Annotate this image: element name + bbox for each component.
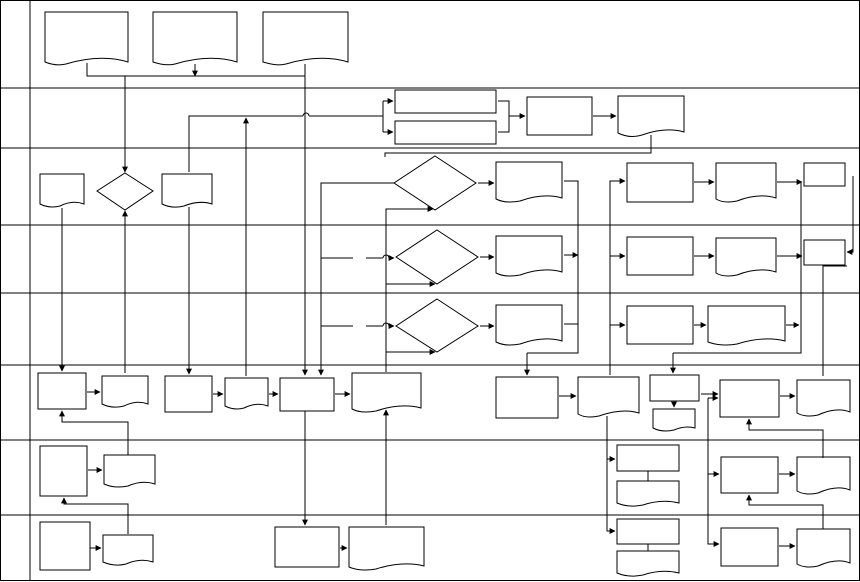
document-node [103, 454, 156, 488]
document-node [796, 528, 851, 568]
document-node [616, 550, 680, 577]
process-node [526, 96, 593, 136]
document-node [351, 372, 422, 413]
document-node [102, 534, 154, 566]
document-node [101, 375, 149, 408]
process-node [720, 456, 779, 494]
document-node [152, 11, 238, 66]
process-node [626, 236, 694, 276]
document-node [495, 235, 563, 277]
document-node [44, 11, 129, 66]
process-node [164, 375, 213, 413]
document-node [577, 376, 640, 418]
decision-node [96, 172, 154, 211]
document-node [617, 95, 685, 137]
document-node [715, 162, 777, 203]
process-node [616, 444, 680, 472]
process-node [626, 162, 694, 203]
flow-nodes [37, 11, 851, 577]
document-node [224, 377, 269, 410]
document-node [796, 456, 851, 495]
document-node [652, 408, 696, 432]
process-node [37, 372, 87, 410]
decision-node [393, 155, 477, 211]
small-process-node [649, 374, 700, 402]
process-node [39, 445, 88, 497]
document-node [161, 173, 213, 208]
small-process-node [803, 162, 846, 187]
process-node [719, 379, 780, 418]
flow-connectors [59, 63, 854, 551]
process-node [274, 526, 340, 568]
document-node [715, 237, 777, 277]
document-node [39, 173, 85, 208]
document-node [262, 11, 349, 66]
process-node [495, 376, 559, 419]
decision-node [395, 298, 479, 353]
document-node [495, 161, 563, 203]
process-node [720, 527, 779, 567]
process-node [394, 120, 497, 145]
decision-node [395, 229, 479, 285]
process-node [616, 518, 680, 545]
document-node [348, 526, 425, 571]
process-node [394, 89, 497, 114]
process-node [626, 305, 694, 345]
document-node [707, 305, 786, 346]
document-node [616, 480, 680, 507]
document-node [495, 304, 563, 346]
process-node [39, 521, 91, 571]
small-process-node [803, 239, 846, 266]
process-node [279, 377, 335, 412]
document-node [796, 379, 851, 417]
